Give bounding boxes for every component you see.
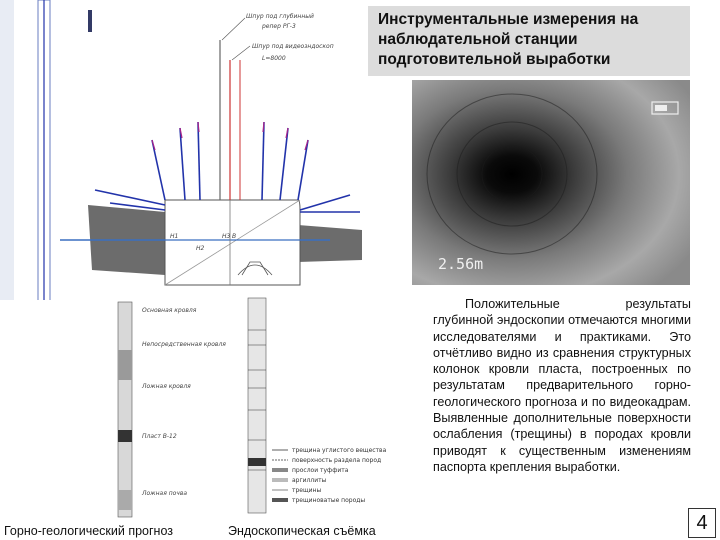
stratigraphic-columns: Основная кровля Непосредственная кровля … xyxy=(117,297,387,518)
forecast-column xyxy=(117,301,133,518)
label-length: L=8000 xyxy=(262,55,286,62)
slide-title: Инструментальные измерения на наблюдател… xyxy=(378,11,639,68)
forecast-layer xyxy=(118,350,132,380)
endoscope-photo xyxy=(412,80,690,285)
rock-right xyxy=(298,225,362,262)
note-false-floor: Ложная почва xyxy=(141,490,187,497)
battery-icon xyxy=(651,101,679,115)
label-shpur-video: Шпур под видеозндоскоп xyxy=(252,43,334,50)
diagonal-measure xyxy=(164,199,301,286)
legend-item: аргиллиты xyxy=(292,477,327,484)
support-frame xyxy=(237,261,273,276)
label-h3: H3 xyxy=(222,233,231,240)
borehole-instrument xyxy=(37,0,51,300)
legend-item: трещины xyxy=(292,487,321,494)
label-reper: репер РГ-3 xyxy=(261,23,296,30)
roof-bolts xyxy=(94,121,360,213)
legend: трещина углистого вещества поверхность р… xyxy=(272,447,387,504)
marker-bar xyxy=(88,10,92,32)
forecast-layer xyxy=(118,490,132,510)
endoscopy-coal-seam xyxy=(248,458,266,466)
legend-item: трещина углистого вещества xyxy=(292,447,387,454)
label-h2: H2 xyxy=(196,245,205,252)
forecast-coal-seam xyxy=(118,430,132,442)
page-number: 4 xyxy=(688,508,716,538)
title-background xyxy=(368,6,690,76)
note-seam: Пласт В-12 xyxy=(142,433,177,440)
legend-item: поверхность раздела пород xyxy=(292,457,381,464)
note-main-roof: Основная кровля xyxy=(142,307,197,314)
note-false-roof: Ложная кровля xyxy=(141,383,191,390)
caption-forecast: Горно-геологический прогноз xyxy=(4,524,173,538)
label-b: B xyxy=(232,233,236,240)
legend-item: трещиноватые породы xyxy=(292,497,365,504)
caption-endoscopy: Эндоскопическая съёмка xyxy=(228,524,376,538)
label-shpur-deep: Шпур под глубинный xyxy=(246,13,314,20)
working-cross-section-diagram: Шпур под глубинный репер РГ-3 Шпур под в… xyxy=(0,0,362,300)
legend-item: прослои туффита xyxy=(292,467,349,474)
roof-bolts-tips xyxy=(151,121,309,151)
endoscopy-stripes xyxy=(248,329,266,471)
body-paragraph: Положительные результаты глубинной эндос… xyxy=(433,297,691,474)
label-h1: H1 xyxy=(170,233,178,240)
borehole-tunnel-image xyxy=(412,80,690,285)
depth-readout: 2.56m xyxy=(438,255,484,273)
left-edge-band xyxy=(0,0,14,300)
note-immediate-roof: Непосредственная кровля xyxy=(142,341,226,348)
